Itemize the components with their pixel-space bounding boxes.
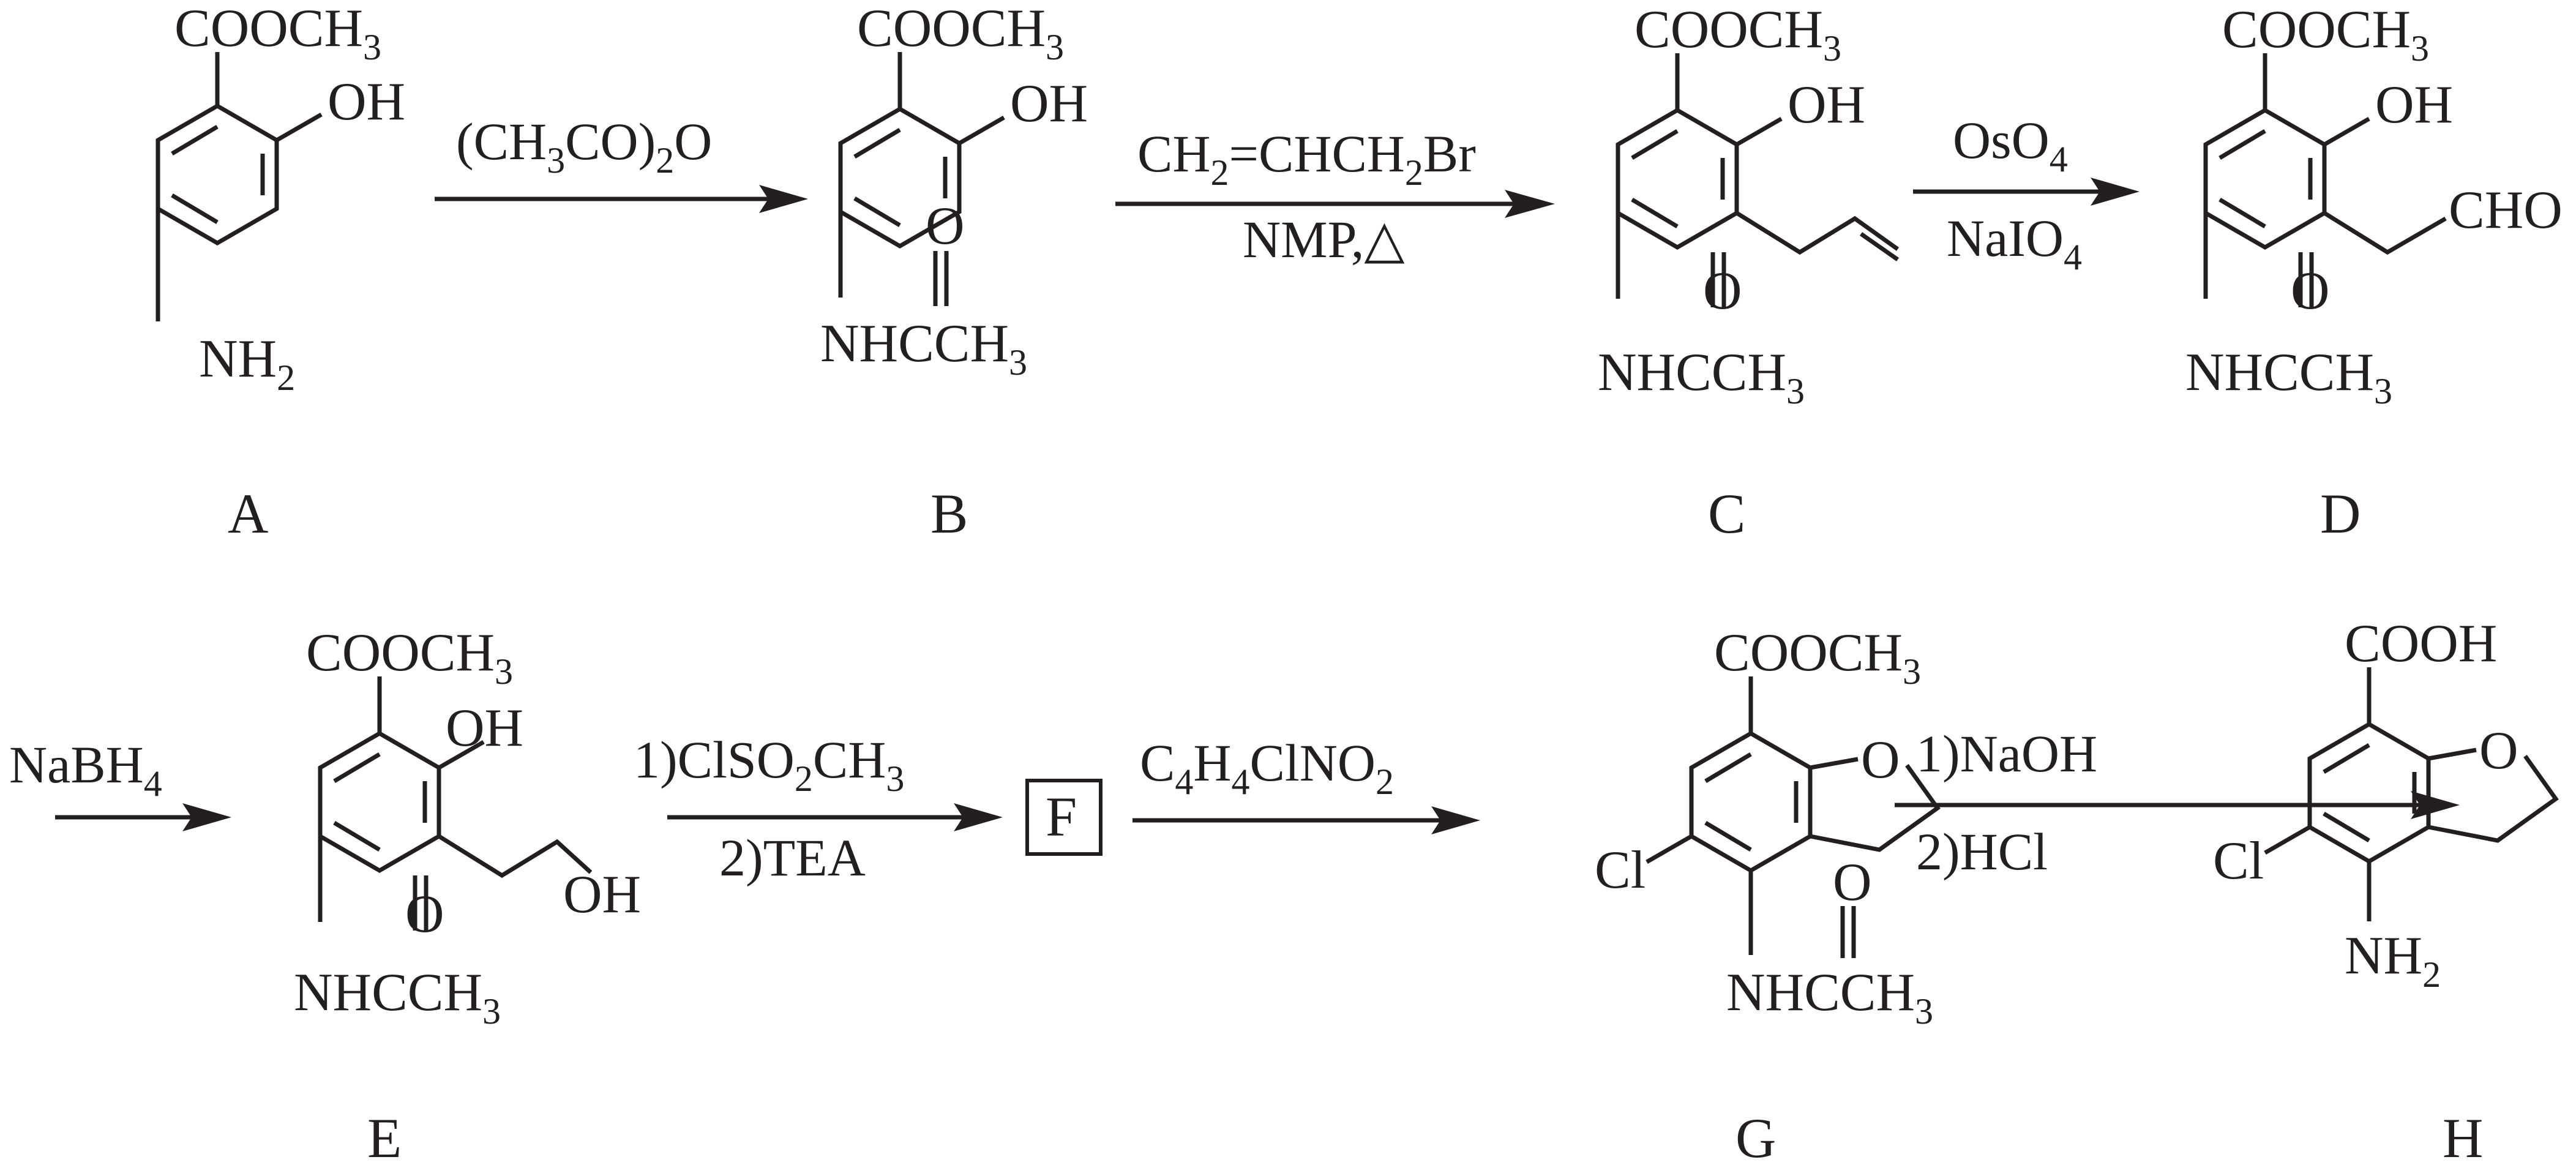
e-ester: COOCH [306,623,495,683]
h-carboxylic-acid: COOH [2345,614,2497,673]
d-carbonyl-o: O [2291,261,2330,321]
a-hydroxyl: OH [328,72,405,132]
d-ester: COOCH [2222,0,2411,59]
svg-text:NHCCH3: NHCCH3 [1598,343,1805,411]
arrow-6: C4H4ClNO2 [1133,733,1480,834]
b-acetamide: NHCCH [820,314,1009,373]
svg-text:COOCH3: COOCH3 [1634,0,1841,69]
label-compound-g: G [1735,1107,1776,1165]
arrow-3: OsO4 NaIO4 [1913,111,2140,277]
g-ring-oxygen: O [1861,730,1900,790]
g-ester: COOCH [1714,623,1903,683]
label-compound-c: C [1708,482,1745,545]
svg-text:COOCH3: COOCH3 [2222,0,2429,69]
svg-text:2)HCl: 2)HCl [1916,822,2048,881]
g-chloro: Cl [1595,841,1646,900]
d-acetamide: NHCCH [2185,343,2374,402]
arrow-5: 1)ClSO2CH3 2)TEA [634,730,1003,887]
svg-text:COOCH3: COOCH3 [306,623,513,692]
svg-text:OsO4: OsO4 [1953,111,2068,179]
compound-f-box: F [1025,779,1103,856]
arrow-2: CH2=CHCH2Br NMP,△ [1115,124,1555,269]
compound-b: COOCH3 OH O NHCCH3 [820,0,1088,383]
h-amino: NH [2345,926,2422,986]
h-ring-oxygen: O [2479,721,2518,781]
svg-text:C4H4ClNO2: C4H4ClNO2 [1140,733,1394,802]
c-ester: COOCH [1634,0,1823,59]
compound-c: COOCH3 OH O NHCCH3 [1598,0,1900,411]
arrow-7: 1)NaOH 2)HCl [1895,724,2460,881]
compound-a: COOCH3 OH NH2 [155,0,405,398]
compound-e: COOCH3 OH OH O NHCCH3 [294,623,641,1032]
a-amino: NH [199,329,277,389]
svg-text:COOCH3: COOCH3 [174,0,381,67]
svg-text:1)NaOH: 1)NaOH [1916,724,2097,783]
h-chloro: Cl [2213,831,2264,891]
svg-text:NHCCH3: NHCCH3 [294,963,501,1032]
arrow-4: NaBH4 [9,735,231,831]
svg-text:1)ClSO2CH3: 1)ClSO2CH3 [634,730,904,799]
label-compound-e: E [367,1107,402,1165]
b-hydroxyl: OH [1010,74,1088,133]
label-compound-f: F [1046,785,1077,848]
b-ester: COOCH [857,0,1046,58]
svg-text:NHCCH3: NHCCH3 [820,314,1027,383]
e-acetamide: NHCCH [294,963,482,1022]
label-compound-d: D [2320,482,2361,545]
svg-text:CH2=CHCH2Br: CH2=CHCH2Br [1137,124,1476,193]
e-carbonyl-o: O [405,885,444,944]
a-ester: COOCH [174,0,363,58]
c-hydroxyl: OH [1788,75,1865,135]
compound-g: COOCH3 O Cl O NHCCH3 [1595,623,1941,1032]
svg-text:NHCCH3: NHCCH3 [1726,963,1933,1032]
svg-text:COOCH3: COOCH3 [857,0,1064,67]
g-carbonyl-o: O [1833,853,1872,912]
e-alcohol: OH [563,865,641,924]
g-acetamide: NHCCH [1726,963,1915,1022]
svg-text:NMP,△: NMP,△ [1243,210,1405,269]
c-carbonyl-o: O [1703,261,1742,321]
svg-text:(CH3CO)2O: (CH3CO)2O [456,112,712,181]
d-aldehyde: CHO [2449,181,2563,240]
arrow-1: (CH3CO)2O [435,112,808,213]
svg-text:2)TEA: 2)TEA [719,828,866,887]
svg-text:NH2: NH2 [199,329,295,398]
svg-text:NaBH4: NaBH4 [9,735,162,804]
b-carbonyl-o: O [926,197,965,256]
svg-text:NH2: NH2 [2345,926,2441,995]
compound-d: COOCH3 OH CHO O NHCCH3 [2185,0,2563,411]
svg-text:COOCH3: COOCH3 [1714,623,1921,692]
svg-text:NHCCH3: NHCCH3 [2185,343,2392,411]
label-compound-b: B [930,482,968,545]
compound-h: COOH O Cl NH2 [2213,614,2559,995]
c-acetamide: NHCCH [1598,343,1786,402]
label-compound-h: H [2443,1107,2483,1165]
svg-text:NaIO4: NaIO4 [1947,209,2082,277]
e-hydroxyl: OH [446,699,523,758]
d-hydroxyl: OH [2375,75,2453,135]
label-compound-a: A [228,482,268,545]
